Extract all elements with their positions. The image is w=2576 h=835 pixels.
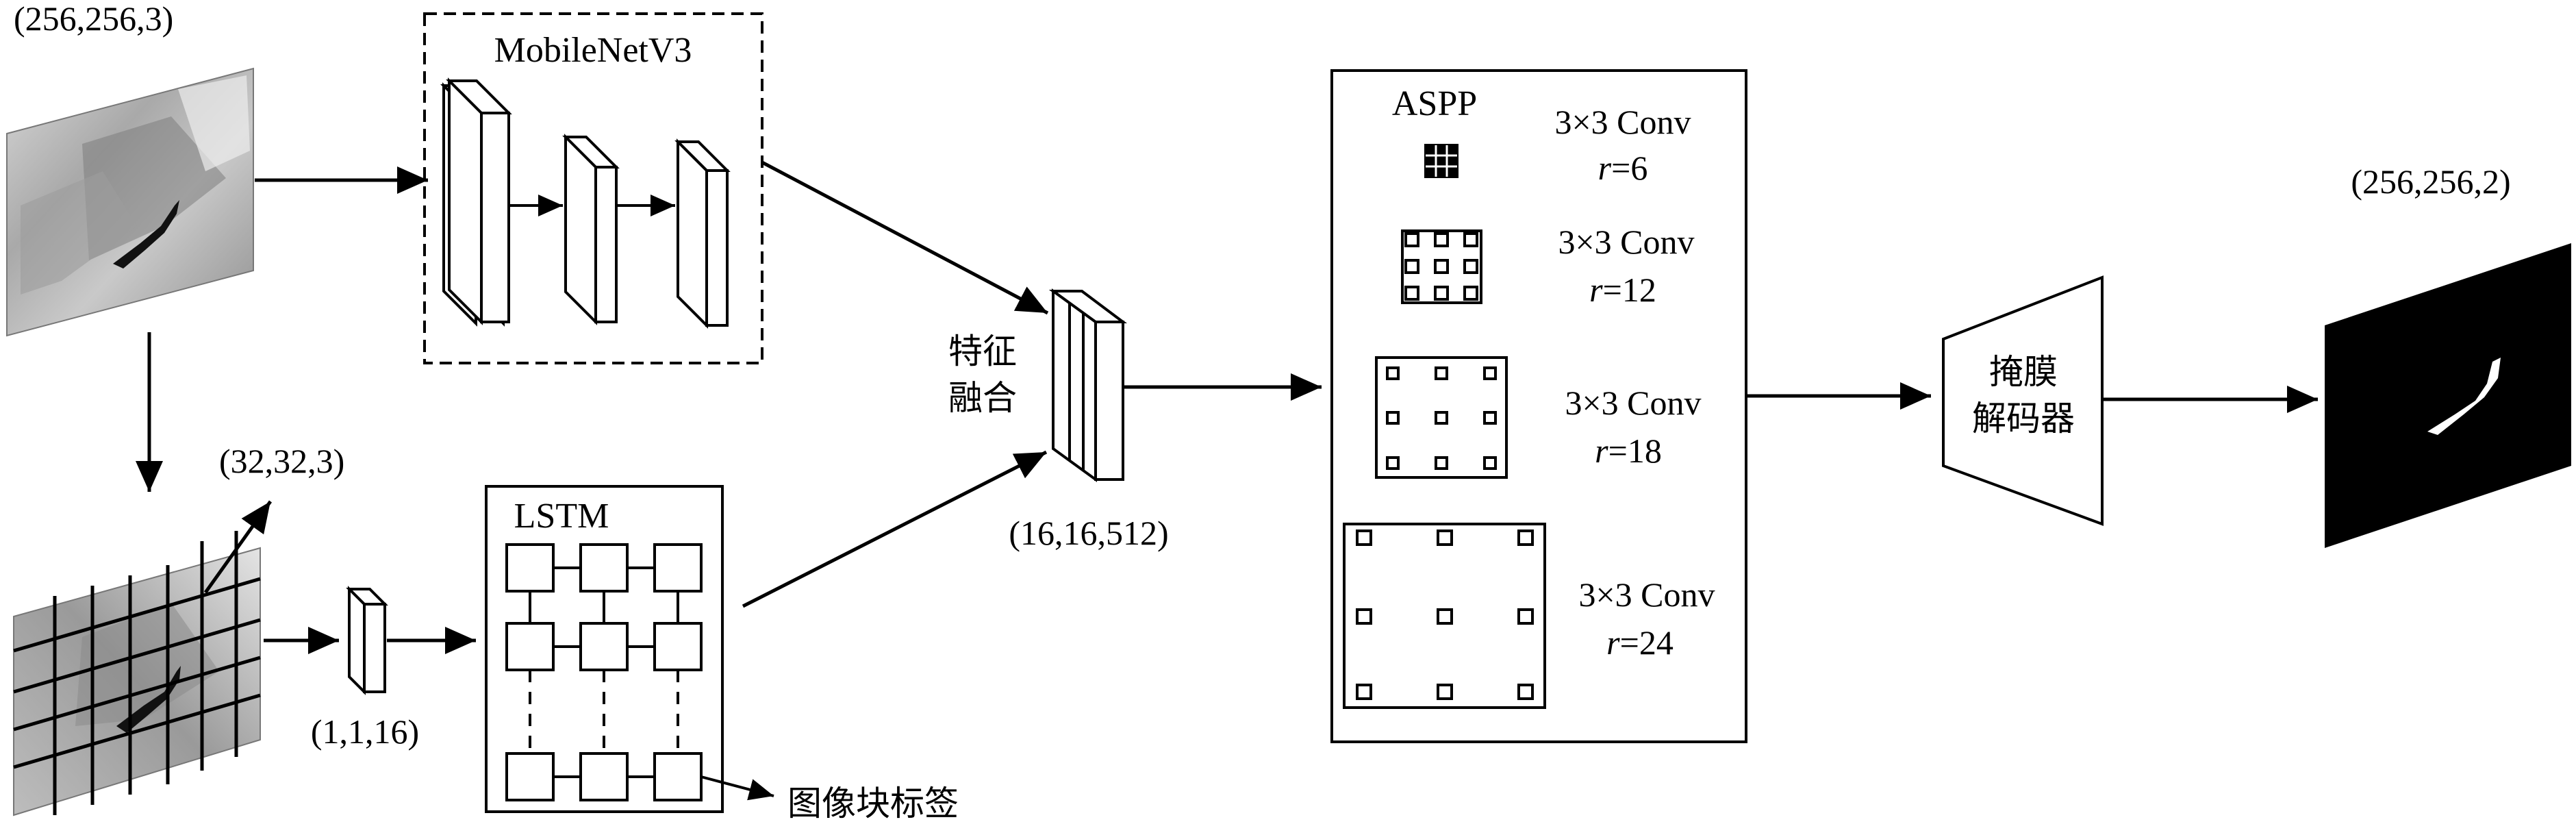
fusion-shape-label: (16,16,512): [1009, 514, 1168, 552]
input-image: [6, 67, 254, 337]
aspp-branch-1-rate: r=6: [1598, 149, 1648, 187]
lstm-input-vector: [346, 586, 388, 695]
arrow-lstm-to-labels: [700, 775, 774, 801]
decoder-label-line1: 掩膜: [1989, 352, 2058, 392]
input-shape-label: (256,256,3): [14, 0, 173, 38]
backbone-box: [423, 12, 763, 364]
arrow-backbone-to-fusion: [761, 160, 1049, 315]
aspp-branch-2-rate: r=12: [1589, 271, 1656, 309]
backbone-cuboid-1: [446, 77, 512, 325]
aspp-branch-4-rate: r=24: [1606, 623, 1674, 662]
fusion-label-line1: 特征: [948, 332, 1017, 371]
aspp-title: ASPP: [1392, 84, 1477, 123]
patch-label-text: 图像块标签: [787, 784, 959, 823]
vector-shape-label: (1,1,16): [311, 712, 419, 751]
aspp-branch-3-rate: r=18: [1595, 432, 1662, 470]
output-mask-image: [2325, 243, 2571, 548]
patch-size-arrow: [203, 500, 273, 594]
lstm-title: LSTM: [514, 497, 609, 536]
patch-grid-image: [13, 500, 273, 817]
lstm-box: [485, 485, 724, 813]
aspp-branch-4-conv: 3×3 Conv: [1578, 575, 1715, 614]
aspp-branch-1-conv: 3×3 Conv: [1554, 103, 1691, 141]
patch-shape-label: (32,32,3): [219, 442, 344, 480]
backbone-cuboid-3: [674, 138, 731, 329]
aspp-branch-2-conv: 3×3 Conv: [1558, 223, 1694, 261]
aspp-kernel-r18: [1375, 356, 1508, 479]
aspp-kernel-r6: [1424, 144, 1459, 178]
output-shape-label: (256,256,2): [2351, 162, 2510, 201]
arrow-lstm-to-fusion: [742, 450, 1048, 608]
backbone-title: MobileNetV3: [494, 31, 692, 70]
backbone-cuboid-2: [562, 134, 620, 325]
aspp-kernel-r12: [1401, 229, 1482, 304]
mask-decoder: [1942, 275, 2104, 526]
aspp-branch-3-conv: 3×3 Conv: [1565, 384, 1701, 422]
aspp-box: [1330, 69, 1747, 743]
decoder-label-line2: 解码器: [1972, 399, 2075, 438]
fusion-label-line2: 融合: [948, 378, 1017, 418]
fusion-feature-cuboid: [1048, 288, 1127, 482]
lstm-connections: [529, 566, 679, 778]
aspp-kernel-r24: [1343, 523, 1546, 709]
